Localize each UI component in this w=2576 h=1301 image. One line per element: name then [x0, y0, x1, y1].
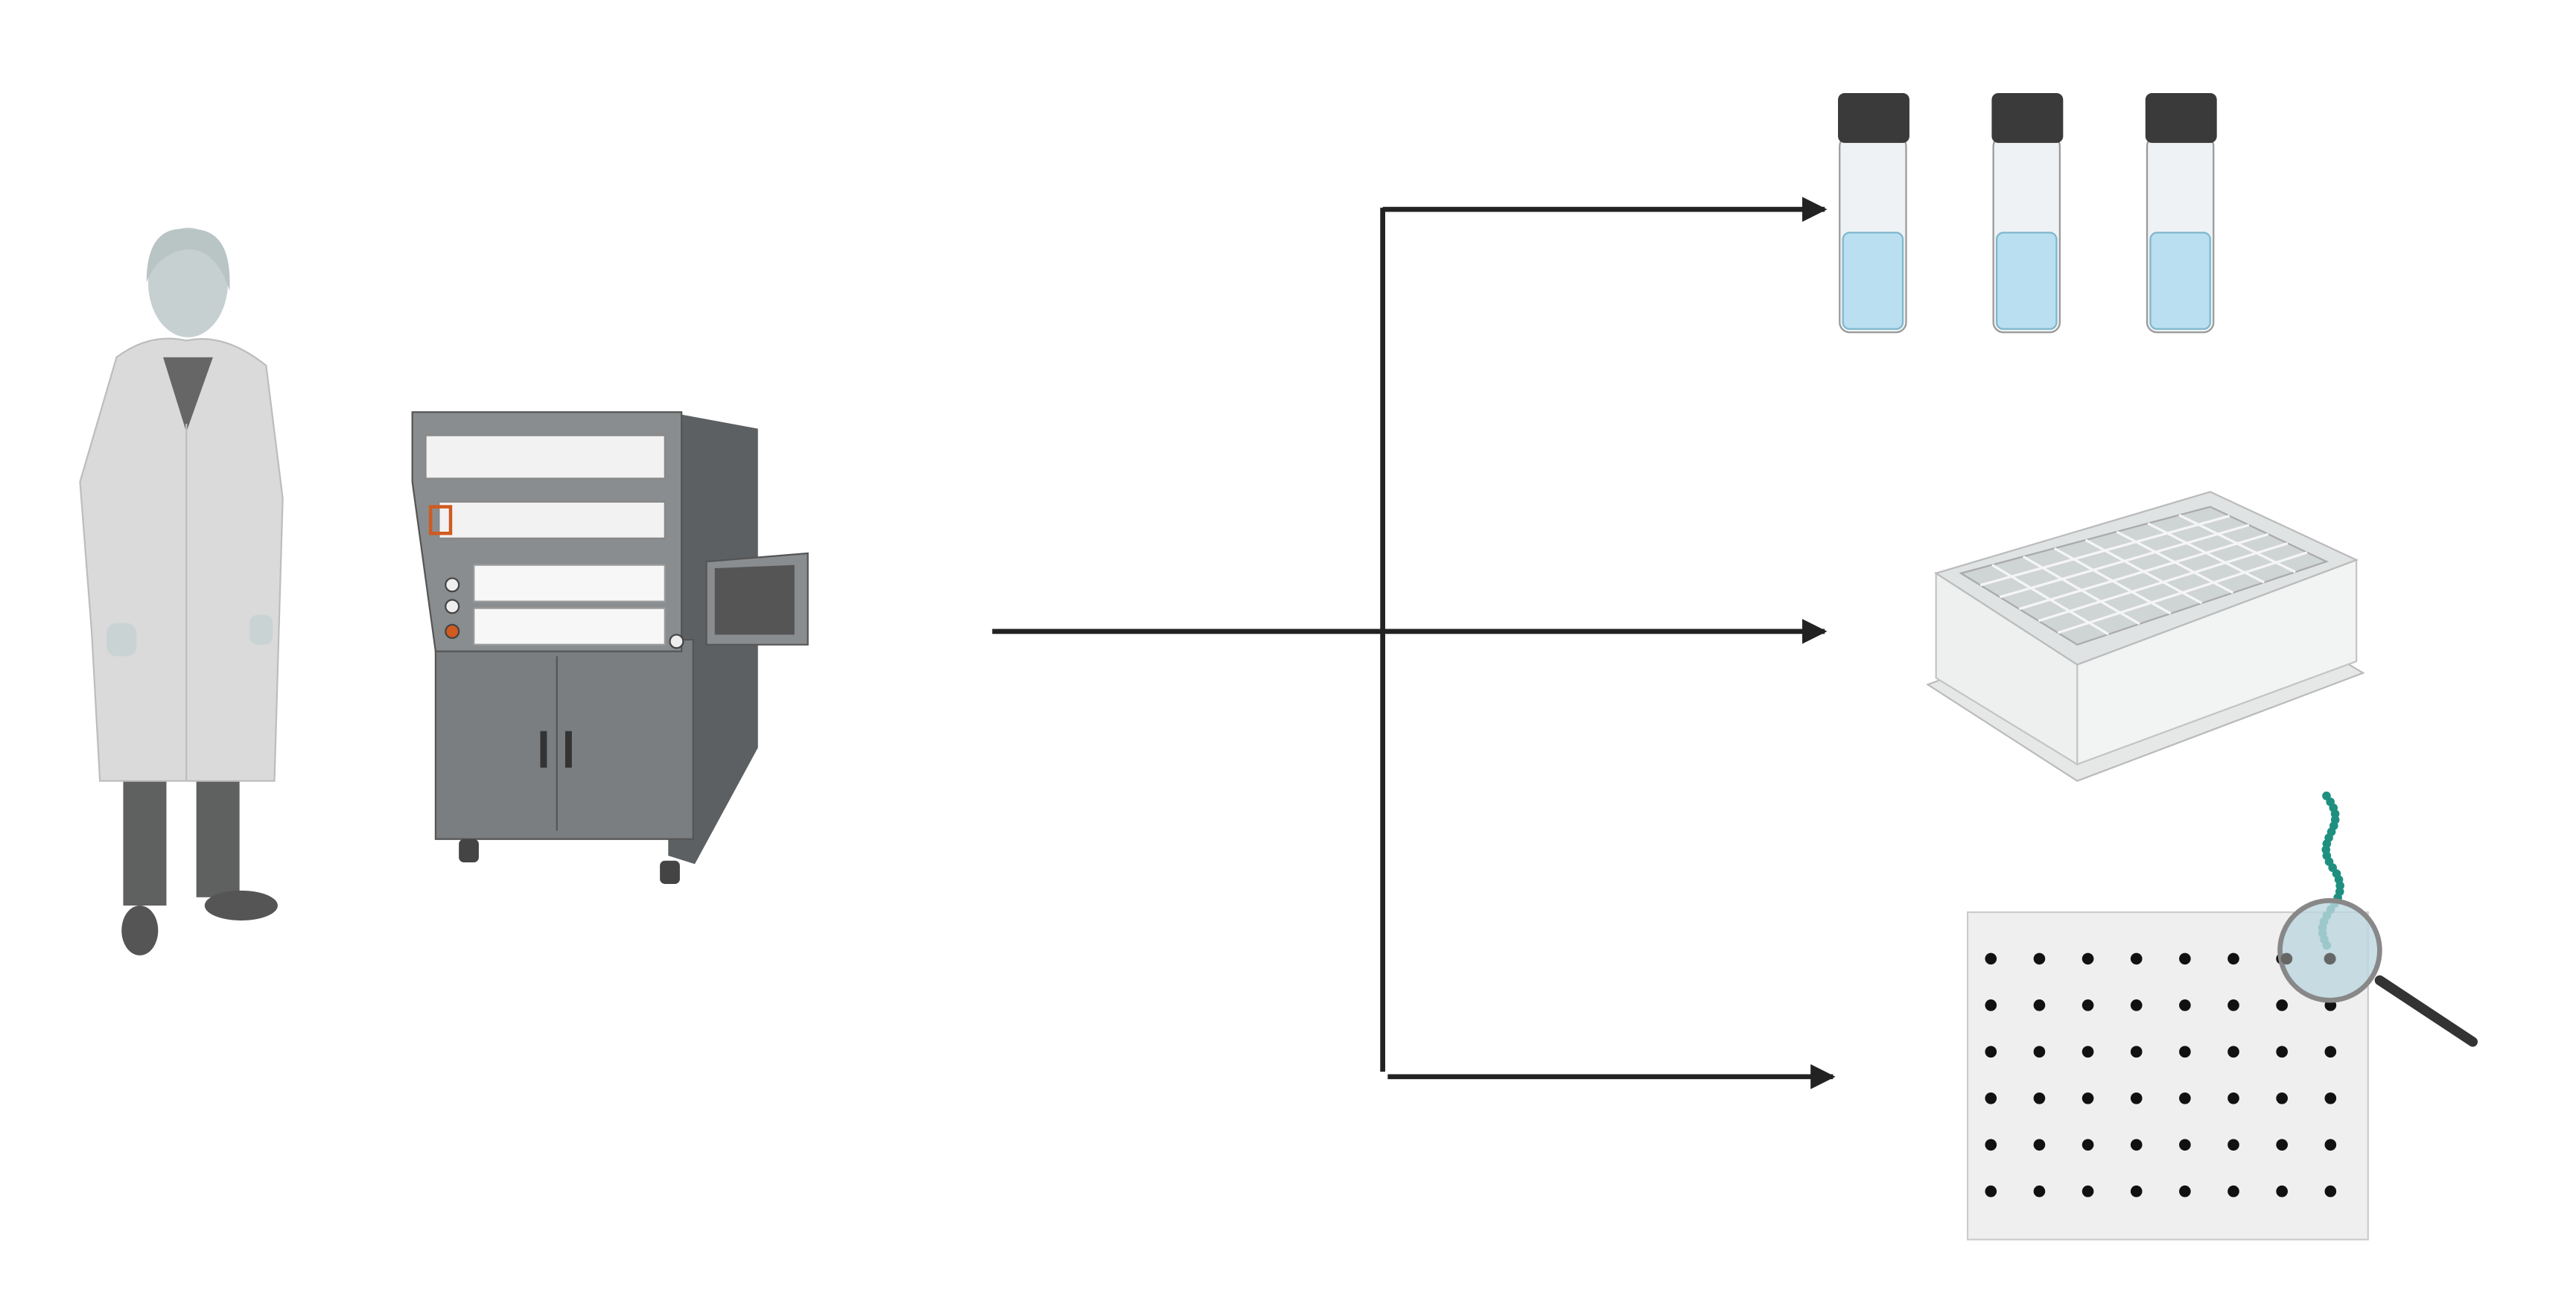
array-spot — [2033, 999, 2046, 1011]
array-spot — [2179, 999, 2191, 1011]
array-spot — [1985, 1185, 1997, 1197]
array-spot — [2179, 1046, 2191, 1058]
array-spot — [2276, 1139, 2288, 1151]
flow-arrows — [992, 197, 1836, 1090]
magnifier-icon — [2277, 897, 2478, 1047]
array-spot — [2082, 1046, 2094, 1058]
liquid-handling-robot-icon — [411, 411, 809, 884]
array-spot — [2276, 999, 2288, 1011]
vial — [1991, 92, 2064, 334]
vial-cap — [1838, 92, 1909, 143]
array-spot — [2227, 1185, 2239, 1197]
array-spot — [2227, 1092, 2239, 1104]
array-spot — [2130, 999, 2143, 1011]
array-spot — [2033, 1046, 2046, 1058]
deep-well-plate-icon — [1926, 491, 2365, 782]
array-spot — [1985, 952, 1997, 965]
array-spot — [2082, 999, 2094, 1011]
array-spot — [2082, 1139, 2094, 1151]
array-spot — [2227, 1139, 2239, 1151]
array-spot — [2130, 1185, 2143, 1197]
vial-cap — [1991, 92, 2064, 143]
array-spot — [2324, 1139, 2337, 1151]
array-spot — [2033, 952, 2046, 965]
array-spot — [2227, 999, 2239, 1011]
array-spot — [2276, 1185, 2288, 1197]
array-spot — [2227, 952, 2239, 965]
array-spot — [2130, 1139, 2143, 1151]
scientist-icon — [79, 227, 284, 955]
array-spot — [1985, 1092, 1997, 1104]
vial — [1838, 92, 1909, 334]
array-spot — [2324, 1185, 2337, 1197]
array-spot — [2179, 1185, 2191, 1197]
array-spot — [2324, 1046, 2337, 1058]
array-spot — [2082, 952, 2094, 965]
array-spot — [2324, 1092, 2337, 1104]
array-spot — [1985, 1139, 1997, 1151]
array-spot — [2179, 1092, 2191, 1104]
array-spot — [2130, 952, 2143, 965]
array-spot — [2130, 1092, 2143, 1104]
array-spot — [2276, 1046, 2288, 1058]
array-spot — [2130, 1046, 2143, 1058]
vial — [2145, 92, 2217, 334]
array-spot — [2082, 1092, 2094, 1104]
array-spot — [2033, 1185, 2046, 1197]
array-spot — [2033, 1092, 2046, 1104]
array-spot — [1985, 999, 1997, 1011]
array-spot — [1985, 1046, 1997, 1058]
array-spot — [2179, 952, 2191, 965]
vial-cap — [2145, 92, 2217, 143]
array-spot — [2276, 1092, 2288, 1104]
vials-icon — [1838, 92, 2217, 334]
array-spot — [2033, 1139, 2046, 1151]
array-spot — [2082, 1185, 2094, 1197]
array-spot — [2179, 1139, 2191, 1151]
array-spot — [2227, 1046, 2239, 1058]
